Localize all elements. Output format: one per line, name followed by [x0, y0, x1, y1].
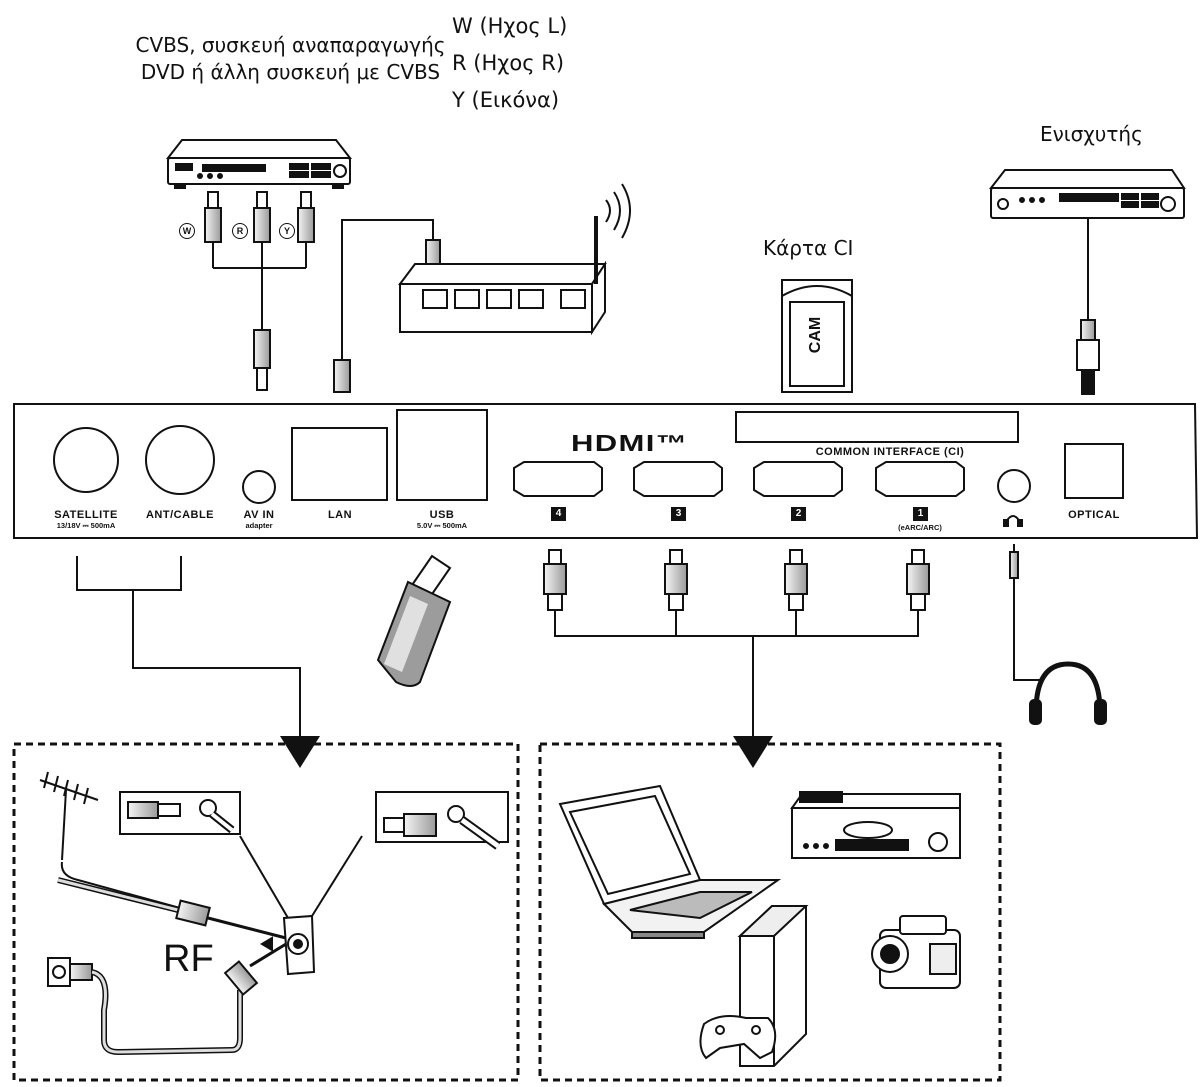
lan-port-label: LAN [327, 509, 353, 521]
satellite-port-label: SATELLITE [54, 509, 118, 521]
tv-rear-panel [13, 403, 1199, 539]
rca-marker-r: R [232, 223, 248, 239]
av-in-adapter-label: adapter [245, 521, 273, 530]
pin-y-label: Y (Εικόνα) [452, 88, 560, 112]
laptop-icon [558, 784, 782, 939]
coax-cable [57, 877, 287, 940]
hdmi-devices-box [538, 742, 1002, 1082]
satellite-spec-label: 13/18V ⎓ 500mA [56, 521, 116, 530]
common-interface-label: COMMON INTERFACE (CI) [815, 446, 965, 458]
game-console-icon [699, 905, 809, 1067]
cam-label: CAM [807, 316, 825, 354]
hdmi-3-number: 3 [671, 507, 686, 521]
amplifier-icon [988, 169, 1186, 395]
cvbs-device-label: CVBS, συσκευή αναπαραγωγής DVD ή άλλη συ… [135, 33, 446, 84]
dvd-player-icon [165, 139, 353, 189]
wall-socket-icon [47, 942, 287, 1056]
arrow-down-antenna [280, 736, 320, 768]
rca-marker-y: Y [279, 223, 295, 239]
hdmi-cables [543, 549, 930, 736]
usb-stick-icon [376, 554, 452, 687]
rca-cable [204, 191, 315, 391]
ci-card-icon [781, 279, 853, 393]
pin-r-label: R (Ηχος R) [452, 51, 565, 75]
optical-port-label: OPTICAL [1068, 509, 1120, 521]
av-in-port-label: AV IN [243, 509, 275, 521]
ant-connector-inset [375, 791, 509, 850]
tv-rf-input [239, 835, 363, 976]
usb-port-label: USB [429, 509, 455, 521]
amplifier-label: Ενισχυτής [1040, 122, 1143, 146]
blu-ray-player-icon [790, 791, 961, 859]
ci-card-label: Κάρτα CI [763, 236, 854, 260]
rca-pin-legend: W (Ηχος L) R (Ηχος R) Y (Εικόνα) [452, 8, 567, 119]
hdmi-2-number: 2 [791, 507, 806, 521]
pin-w-label: W (Ηχος L) [452, 14, 568, 38]
rf-label: RF [163, 938, 214, 980]
sat-connector-inset [119, 791, 241, 835]
hdmi-4-number: 4 [551, 507, 566, 521]
arrow-down-hdmi [733, 736, 773, 768]
camcorder-icon [871, 915, 961, 989]
hdmi-logo: HDMI™ [571, 430, 689, 456]
antenna-feed-line [76, 556, 301, 736]
ant-cable-port-label: ANT/CABLE [145, 509, 215, 521]
rca-marker-w: W [179, 223, 195, 239]
usb-spec-label: 5.0V ⎓ 500mA [416, 521, 468, 530]
rf-devices-box [12, 742, 520, 1082]
antenna-icon [39, 771, 181, 909]
hdmi-1-number: 1 [913, 507, 928, 521]
hdmi-1-earc-label: (eARC/ARC) [898, 523, 942, 532]
router-icon [398, 183, 631, 336]
headphones-icon [1009, 544, 1107, 725]
